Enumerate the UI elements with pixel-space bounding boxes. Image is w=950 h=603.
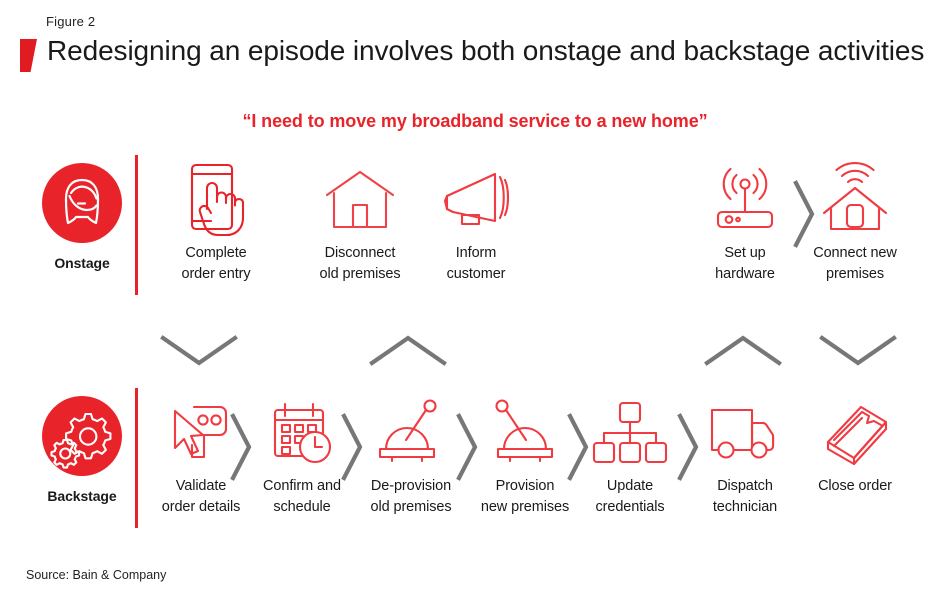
title-row: Redesigning an episode involves both ons… <box>20 35 925 72</box>
step-label: Confirm and schedule <box>263 478 341 515</box>
step-confirm-and-schedule[interactable]: Confirm and schedule <box>238 390 366 517</box>
step-update-credentials[interactable]: Update credentials <box>566 390 694 517</box>
step-inform-customer[interactable]: Inform customer <box>412 157 540 284</box>
tap-phone-icon <box>152 157 280 243</box>
chevron-right-icon <box>337 410 367 490</box>
wifi-house-icon <box>791 157 919 243</box>
step-label: Update credentials <box>595 478 665 515</box>
calendar-clock-icon <box>238 390 366 476</box>
role-badge-onstage: Onstage <box>42 163 122 271</box>
step-label: Disconnect old premises <box>319 245 401 282</box>
step-set-up-hardware[interactable]: Set up hardware <box>681 157 809 284</box>
role-label-onstage: Onstage <box>54 255 110 271</box>
chevron-right-icon <box>226 410 256 490</box>
satellite-dish-icon <box>461 390 589 476</box>
chevron-right-icon <box>673 410 703 490</box>
step-complete-order-entry[interactable]: Complete order entry <box>152 157 280 284</box>
router-antenna-icon <box>681 157 809 243</box>
step-provision-new-premises[interactable]: Provision new premises <box>461 390 589 517</box>
step-label: Set up hardware <box>715 245 775 282</box>
customer-quote: “I need to move my broadband service to … <box>242 111 708 131</box>
step-label: Complete order entry <box>181 245 251 282</box>
step-label: Close order <box>818 478 892 494</box>
step-dispatch-technician[interactable]: Dispatch technician <box>681 390 809 517</box>
role-badge-backstage: Backstage <box>42 396 122 504</box>
step-label: Connect new premises <box>813 245 897 282</box>
chevron-up-icon <box>367 333 449 374</box>
chevron-down-icon <box>817 333 899 374</box>
step-label: Dispatch technician <box>712 478 778 515</box>
step-label: Validate order details <box>161 478 241 515</box>
chevron-right-icon <box>789 177 819 257</box>
book-icon <box>791 390 919 476</box>
megaphone-icon <box>412 157 540 243</box>
chevron-up-icon <box>702 333 784 374</box>
step-disconnect-old-premises[interactable]: Disconnect old premises <box>296 157 424 284</box>
step-close-order[interactable]: Close order <box>791 390 919 497</box>
chevron-right-icon <box>452 410 482 490</box>
person-icon <box>42 163 122 243</box>
red-flag-marker-icon <box>20 39 37 72</box>
section-divider-onstage <box>135 155 138 295</box>
page-title: Redesigning an episode involves both ons… <box>47 35 925 66</box>
step-label: Provision new premises <box>480 478 570 515</box>
org-chart-icon <box>566 390 694 476</box>
section-divider-backstage <box>135 388 138 528</box>
gears-icon <box>42 396 122 476</box>
step-label: Inform customer <box>446 245 506 282</box>
step-validate-order-details[interactable]: Validate order details <box>137 390 265 517</box>
figure-label: Figure 2 <box>46 14 96 29</box>
step-de-provision-old-premises[interactable]: De-provision old premises <box>347 390 475 517</box>
source-note: Source: Bain & Company <box>26 568 167 582</box>
chevron-down-icon <box>158 333 240 374</box>
chevron-right-icon <box>563 410 593 490</box>
satellite-dish-icon <box>347 390 475 476</box>
step-connect-new-premises[interactable]: Connect new premises <box>791 157 919 284</box>
house-icon <box>296 157 424 243</box>
cursor-form-icon <box>137 390 265 476</box>
role-label-backstage: Backstage <box>47 488 117 504</box>
step-label: De-provision old premises <box>370 478 452 515</box>
truck-icon <box>681 390 809 476</box>
backstage-row: Backstage Validate order details <box>0 388 950 538</box>
onstage-row: Onstage Complete order entry <box>0 155 950 305</box>
